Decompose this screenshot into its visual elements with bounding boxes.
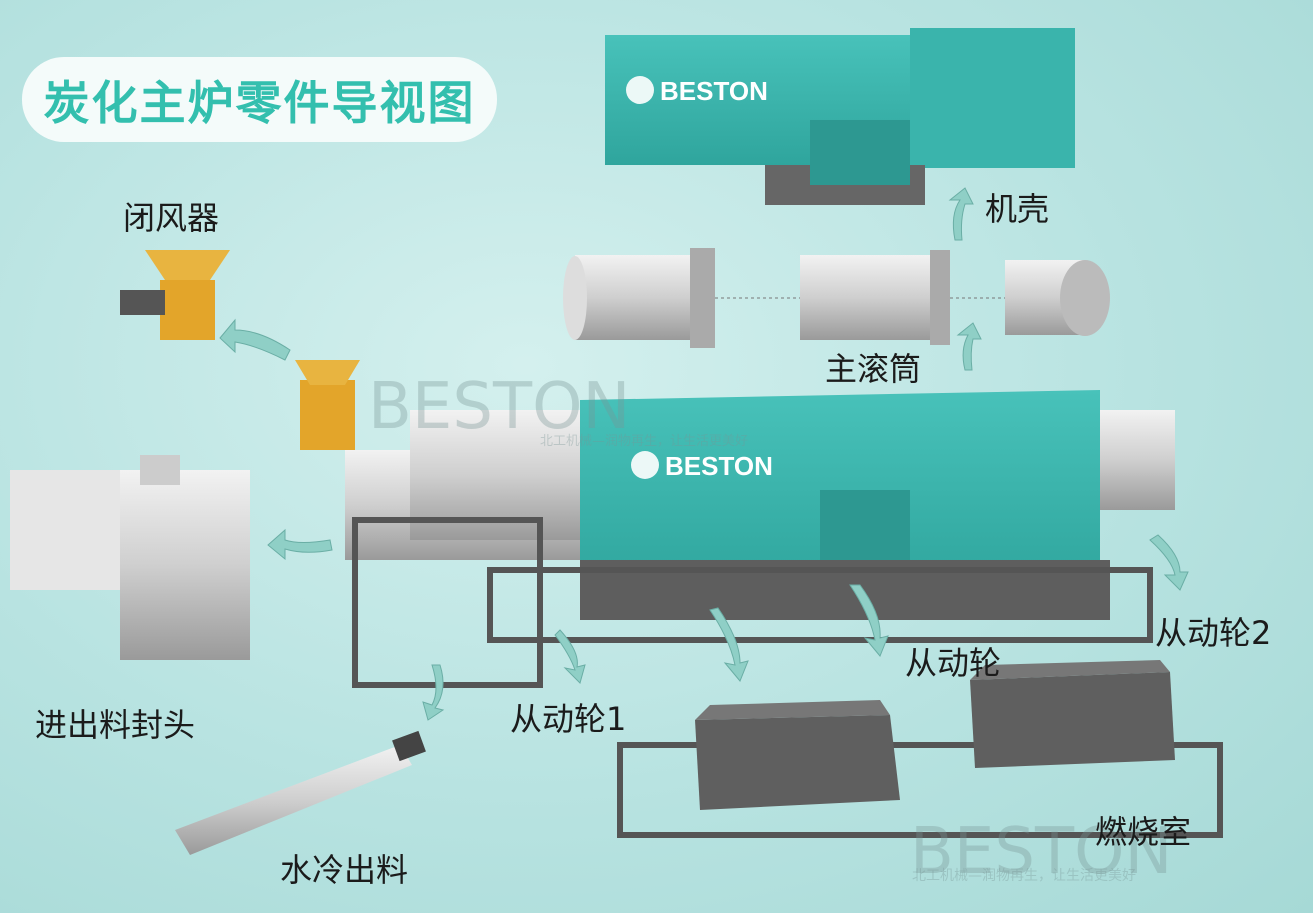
label-casing: 机壳 <box>985 190 1050 228</box>
watermark-brand: BESTON <box>368 370 631 444</box>
page-title: 炭化主炉零件导视图 <box>43 75 476 130</box>
svg-text:BESTON: BESTON <box>660 76 768 106</box>
label-airlock: 闭风器 <box>123 199 220 237</box>
label-feed-discharge-head: 进出料封头 <box>35 706 196 744</box>
airlock-part <box>120 250 230 340</box>
arrow-icons <box>219 187 1189 721</box>
label-water-cooled-discharge: 水冷出料 <box>280 851 409 889</box>
title-banner: 炭化主炉零件导视图 <box>22 57 497 142</box>
svg-text:BESTON: BESTON <box>665 451 773 481</box>
watermark-brand-bottom: BESTON <box>910 815 1173 889</box>
label-main-drum: 主滚筒 <box>825 350 922 388</box>
water-cooled-discharge-part <box>175 730 426 855</box>
main-drum-part <box>563 248 1110 348</box>
feed-discharge-head-part <box>10 455 250 660</box>
casing-part: BESTON <box>605 28 1075 205</box>
label-combustion-chamber: 燃烧室 <box>1095 813 1192 851</box>
label-driven-wheel: 从动轮 <box>905 644 1002 682</box>
label-driven-wheel-2: 从动轮2 <box>1155 614 1272 652</box>
watermark-slogan-bottom: 北工机械—润物再生，让生活更美好 <box>912 868 1136 884</box>
watermark-slogan: 北工机械—润物再生，让生活更美好 <box>540 434 749 449</box>
combustion-chamber-part <box>617 660 1223 838</box>
carbonization-furnace: BESTON <box>295 360 1175 688</box>
label-driven-wheel-1: 从动轮1 <box>510 700 627 738</box>
